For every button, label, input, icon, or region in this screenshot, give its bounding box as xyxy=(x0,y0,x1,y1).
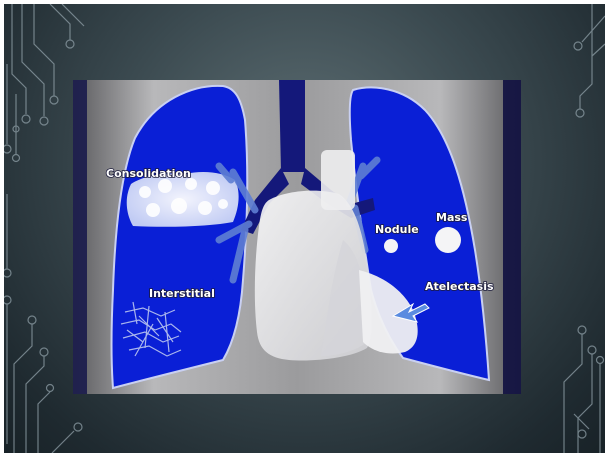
label-mass: Mass xyxy=(436,211,468,224)
right-edge-shadow xyxy=(503,80,521,394)
left-edge-shadow xyxy=(73,80,87,394)
aortic-knob xyxy=(321,150,355,210)
label-atelectasis: Atelectasis xyxy=(425,280,494,293)
nodule xyxy=(384,239,398,253)
mass xyxy=(435,227,461,253)
trachea xyxy=(279,80,305,172)
slide: Consolidation Interstitial Nodule Mass A… xyxy=(4,4,605,453)
chest-diagram: Consolidation Interstitial Nodule Mass A… xyxy=(73,80,521,394)
label-consolidation: Consolidation xyxy=(106,167,191,180)
label-nodule: Nodule xyxy=(375,223,419,236)
label-interstitial: Interstitial xyxy=(149,287,215,300)
